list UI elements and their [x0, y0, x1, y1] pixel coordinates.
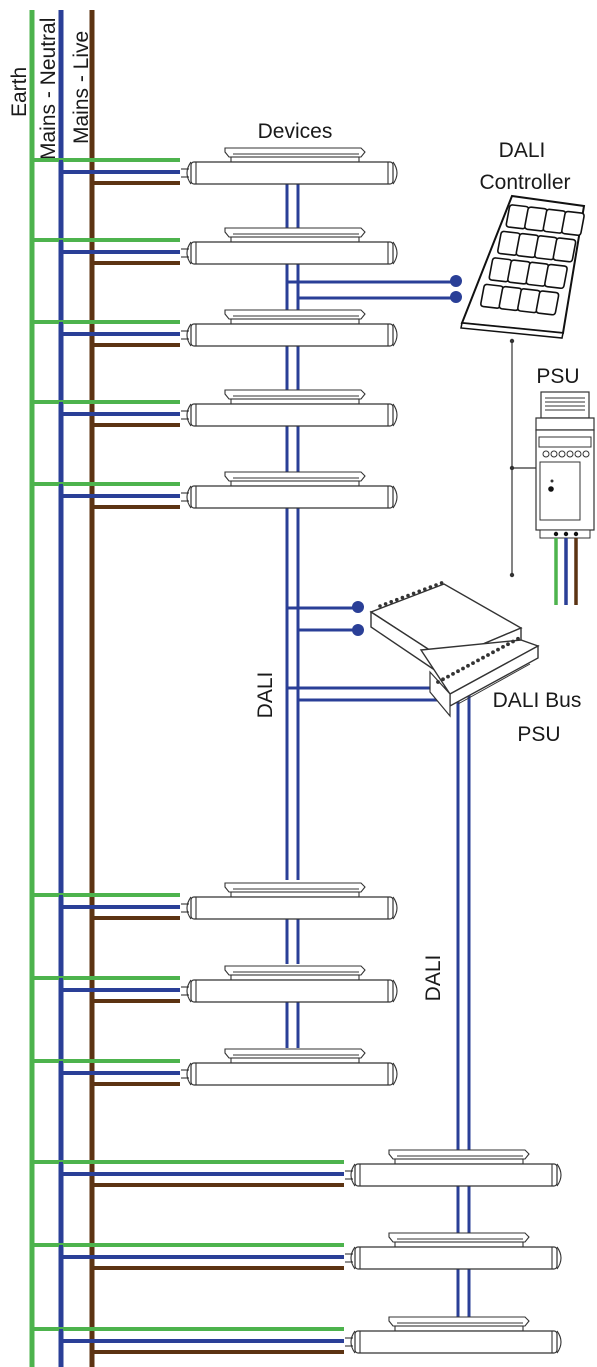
- keypad-button: [544, 263, 568, 290]
- mains-neutral-label: Mains - Neutral: [37, 18, 60, 160]
- controller-terminal-1: [450, 275, 462, 287]
- device-tube-fixture: [181, 389, 398, 427]
- device-tube-fixture: [181, 471, 398, 509]
- keypad-buttons: [480, 204, 585, 316]
- bus-psu-terminal-1: [352, 601, 364, 613]
- dali-bus: [285, 180, 471, 1320]
- dali-bus-psu-label-line1: DALI Bus: [493, 689, 582, 712]
- device-tube-fixture: [345, 1232, 562, 1270]
- psu: [535, 391, 595, 605]
- device-tube-fixture: [181, 882, 398, 920]
- device-tube-fixture: [181, 965, 398, 1003]
- keypad-button: [535, 290, 560, 316]
- keypad-button: [561, 210, 585, 237]
- bus-psu-terminal-2: [352, 624, 364, 636]
- device-tube-fixture: [181, 147, 398, 185]
- keypad-button: [552, 237, 577, 263]
- dali-controller: [460, 194, 586, 339]
- mains-live-label: Mains - Live: [70, 31, 93, 144]
- earth-label: Earth: [8, 67, 31, 117]
- dali-bus-label-vertical: DALI: [254, 672, 277, 719]
- device-tube-fixture: [345, 1316, 562, 1354]
- mains-branches: [32, 158, 344, 1354]
- controller-psu-link: [511, 341, 536, 575]
- psu-label: PSU: [536, 365, 579, 388]
- device-tube-fixture: [181, 309, 398, 347]
- device-tube-fixture: [181, 1048, 398, 1086]
- dali-bus-psu: [369, 581, 540, 718]
- devices: [181, 147, 562, 1354]
- device-tube-fixture: [345, 1149, 562, 1187]
- controller-terminal-2: [450, 291, 462, 303]
- device-tube-fixture: [181, 227, 398, 265]
- devices-label: Devices: [258, 120, 333, 143]
- dali-controller-label-line1: DALI: [499, 139, 546, 162]
- dali-controller-label-line2: Controller: [479, 171, 570, 194]
- dali-bus-psu-label-line2: PSU: [517, 723, 560, 746]
- dali-bus-label-branch: DALI: [422, 955, 445, 1002]
